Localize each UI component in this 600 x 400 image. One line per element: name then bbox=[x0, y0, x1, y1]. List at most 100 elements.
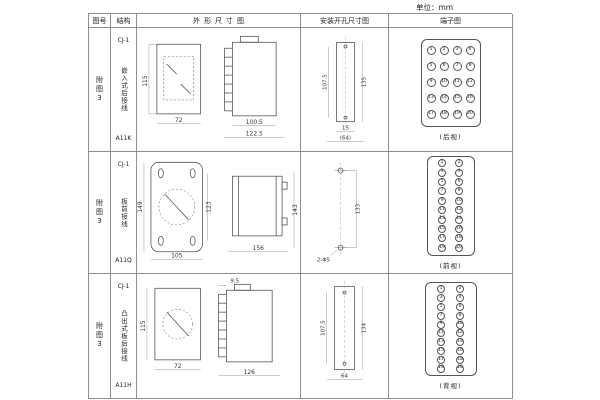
terminal-circle: 11 bbox=[438, 206, 446, 215]
terminal-circle: 14 bbox=[455, 215, 463, 224]
row3-terminal-caption: (背视) bbox=[439, 382, 462, 390]
row1-dim-hole-height: 107.5 bbox=[323, 74, 329, 90]
row2-dim-side-height: 143 bbox=[292, 204, 299, 216]
terminal-circle: 8 bbox=[465, 62, 475, 71]
row1-code: A11K bbox=[115, 135, 132, 142]
terminal-circle: 15 bbox=[452, 94, 462, 103]
terminal-circle: 17 bbox=[437, 355, 445, 364]
row2-structure-desc: 板前接线 bbox=[119, 197, 128, 228]
row3-mounting-drawing: 107.5 134 64 bbox=[321, 280, 367, 380]
terminal-circle: 10 bbox=[439, 78, 449, 87]
row2-code: A11Q bbox=[115, 257, 132, 264]
terminal-circle: 6 bbox=[439, 62, 449, 71]
row2-terminal-caption: (前视) bbox=[439, 261, 462, 270]
header-outline-label: 外形尺寸图 bbox=[193, 16, 248, 25]
terminal-circle: 9 bbox=[426, 78, 436, 87]
terminal-circle: 7 bbox=[452, 62, 462, 71]
row1-structure-desc: 嵌入式后接线 bbox=[119, 67, 128, 112]
row2-model: CJ-1 bbox=[117, 161, 130, 168]
terminal-circle: 2 bbox=[456, 285, 464, 294]
header-fig-no-label: 图号 bbox=[92, 16, 107, 25]
row1-outline-cell: 115 72 100.5 122.5 bbox=[137, 28, 301, 152]
row3-code: A11H bbox=[115, 382, 132, 389]
row1-fig-no: 附图3 bbox=[95, 75, 104, 104]
row3-fig-no: 附图3 bbox=[95, 322, 104, 350]
row1-dim-depth-body: 100.5 bbox=[246, 118, 263, 125]
terminal-circle: 18 bbox=[456, 355, 464, 364]
row3-structure-desc: 凸出式板后接线 bbox=[119, 309, 128, 363]
row2-fig-no: 附图3 bbox=[95, 198, 104, 227]
terminal-circle: 4 bbox=[455, 168, 463, 177]
terminal-circle: 5 bbox=[426, 62, 436, 71]
row1-model: CJ-1 bbox=[117, 37, 130, 44]
row1-mounting-drawing: 107.5 135 15 (64) bbox=[323, 36, 367, 142]
row1-terminal-caption: (后视) bbox=[439, 132, 462, 141]
row2-mounting-cell: 133 2-Φ5 bbox=[301, 152, 389, 274]
row3-dim-front-height: 115 bbox=[140, 320, 147, 332]
row3-dim-pin-depth: 9.5 bbox=[230, 278, 239, 284]
row3-structure: CJ-1 凸出式板后接线 A11H bbox=[115, 274, 131, 398]
terminal-circle: 4 bbox=[456, 294, 464, 303]
row2-fig-cell: 附图3 bbox=[89, 152, 111, 274]
terminal-circle: 15 bbox=[438, 224, 446, 233]
row2-dim-front-height: 149 bbox=[137, 201, 144, 213]
row1-structure: CJ-1 嵌入式后接线 A11K bbox=[116, 28, 132, 151]
terminal-circle: 13 bbox=[437, 338, 445, 347]
header-terminal-label: 端子图 bbox=[440, 16, 461, 25]
terminal-circle: 12 bbox=[455, 206, 463, 215]
row3-structure-cell: CJ-1 凸出式板后接线 A11H bbox=[111, 274, 137, 399]
header-mounting: 安装开孔尺寸图 bbox=[301, 14, 389, 28]
row3-dim-cutout-height: 134 bbox=[361, 322, 367, 333]
row2-mounting-drawing: 133 2-Φ5 bbox=[317, 162, 361, 263]
header-structure: 结构 bbox=[111, 14, 137, 28]
row1-mounting-cell: 107.5 135 15 (64) bbox=[301, 28, 389, 152]
terminal-circle: 3 bbox=[452, 46, 462, 55]
row1-dim-front-width: 72 bbox=[175, 116, 183, 123]
terminal-circle: 9 bbox=[437, 320, 445, 329]
terminal-circle: 5 bbox=[438, 177, 446, 186]
terminal-circle: 13 bbox=[438, 215, 446, 224]
terminal-circle: 16 bbox=[456, 346, 464, 355]
terminal-circle: 1 bbox=[438, 159, 446, 168]
row2-outline-drawing: 149 123 105 156 143 bbox=[137, 161, 299, 260]
terminal-circle: 8 bbox=[455, 187, 463, 196]
terminal-circle: 5 bbox=[437, 302, 445, 311]
terminal-circle: 3 bbox=[437, 294, 445, 303]
row2-dim-depth-total: 156 bbox=[253, 244, 265, 251]
terminal-circle: 8 bbox=[456, 311, 464, 320]
header-terminal: 端子图 bbox=[389, 14, 513, 28]
terminal-circle: 20 bbox=[456, 364, 464, 373]
terminal-circle: 19 bbox=[438, 243, 446, 252]
row3-dim-width: 64 bbox=[341, 373, 348, 379]
row3-dim-front-width: 72 bbox=[174, 362, 182, 369]
terminal-circle: 11 bbox=[452, 78, 462, 87]
row1-structure-cell: CJ-1 嵌入式后接线 A11K bbox=[111, 28, 137, 152]
dimension-table: 图号 结构 外形尺寸图 安装开孔尺寸图 端子图 附图3 CJ-1 嵌入式后接线 … bbox=[88, 13, 513, 399]
header-structure-label: 结构 bbox=[116, 16, 131, 25]
terminal-circle: 12 bbox=[456, 329, 464, 338]
terminal-circle: 16 bbox=[455, 224, 463, 233]
terminal-circle: 14 bbox=[456, 338, 464, 347]
terminal-circle: 17 bbox=[426, 110, 436, 119]
terminal-circle: 11 bbox=[437, 329, 445, 338]
terminal-circle: 15 bbox=[437, 346, 445, 355]
row2-structure-cell: CJ-1 板前接线 A11Q bbox=[111, 152, 137, 274]
row3-fig-cell: 附图3 bbox=[89, 274, 111, 399]
row2-hole-label: 2-Φ5 bbox=[317, 257, 330, 263]
header-mounting-label: 安装开孔尺寸图 bbox=[320, 16, 369, 25]
header-fig-no: 图号 bbox=[89, 14, 111, 28]
row3-outline-cell: 115 72 9.5 126 bbox=[137, 274, 301, 399]
terminal-circle: 16 bbox=[465, 94, 475, 103]
row2-outline-cell: 149 123 105 156 143 bbox=[137, 152, 301, 274]
terminal-circle: 2 bbox=[439, 46, 449, 55]
row1-outline-drawing: 115 72 100.5 122.5 bbox=[142, 35, 285, 138]
